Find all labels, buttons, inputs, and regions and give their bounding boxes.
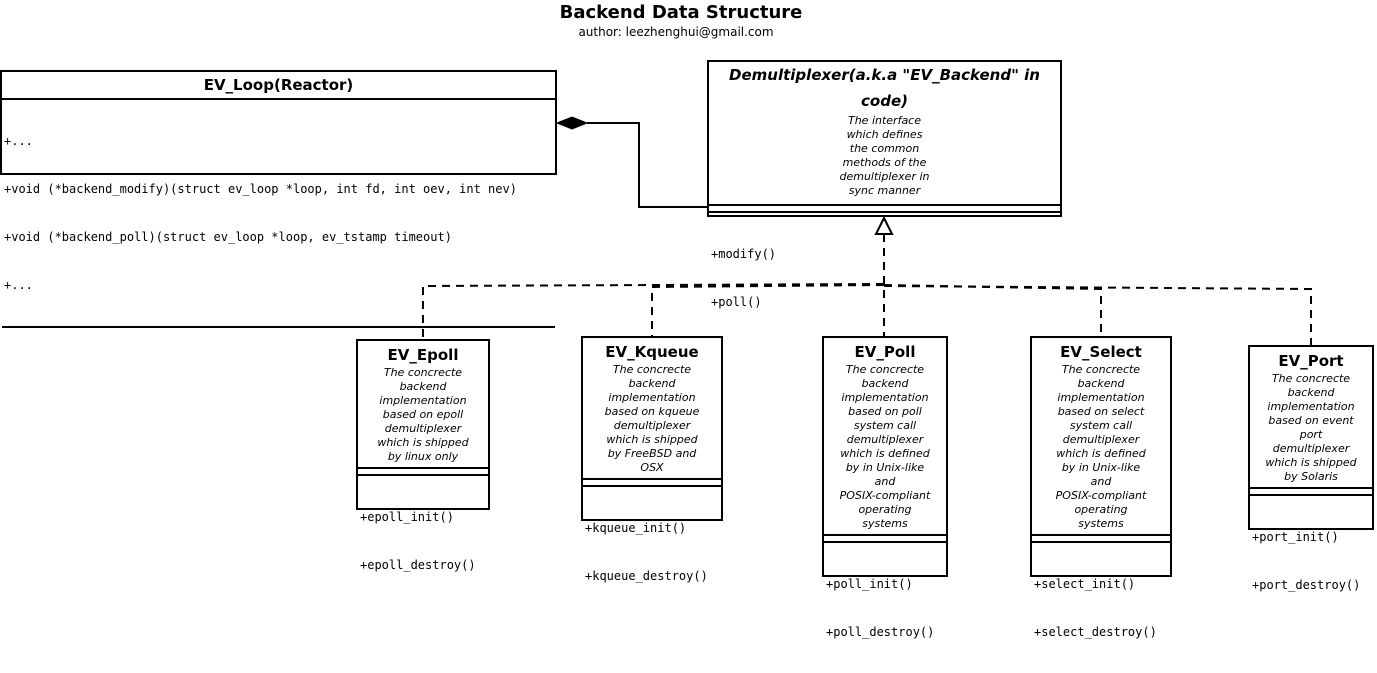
realization-kqueue — [651, 284, 885, 337]
ev-loop-member: +void (*backend_poll)(struct ev_loop *lo… — [4, 230, 452, 244]
ev-kqueue-divider — [583, 485, 721, 487]
ev-epoll-description: The concrecte backend implementation bas… — [377, 366, 469, 463]
demultiplexer-name: Demultiplexer(a.k.a "EV_Backend" in code… — [729, 66, 1040, 110]
ev-poll-method: +poll_destroy() — [826, 625, 935, 639]
ev-kqueue-description: The concrecte backend implementation bas… — [604, 363, 700, 474]
ev-port-divider — [1250, 494, 1372, 496]
ev-loop-divider — [2, 98, 555, 100]
ev-epoll-name: EV_Epoll — [387, 346, 459, 364]
demultiplexer-method: +modify() — [711, 247, 777, 261]
ev-loop-member: +void (*backend_modify)(struct ev_loop *… — [4, 182, 517, 196]
relationship-lines — [422, 116, 1312, 346]
ev-port-name: EV_Port — [1278, 352, 1344, 370]
demultiplexer-divider — [709, 204, 1060, 206]
realization-epoll — [422, 283, 885, 340]
ev-kqueue-divider — [583, 478, 721, 480]
ev-port-description: The concrecte backend implementation bas… — [1265, 372, 1357, 483]
ev-loop-member: +... — [4, 278, 33, 292]
ev-kqueue-class: EV_Kqueue The concrecte backend implemen… — [581, 336, 723, 583]
ev-epoll-methods: +epoll_init() +epoll_destroy() — [358, 476, 488, 606]
ev-select-description: The concrecte backend implementation bas… — [1055, 363, 1147, 530]
diagram-title: Backend Data Structure — [559, 2, 803, 23]
ev-loop-class: EV_Loop(Reactor) +... +void (*backend_mo… — [0, 70, 557, 328]
ev-loop-name: EV_Loop(Reactor) — [203, 76, 354, 94]
ev-port-method: +port_destroy() — [1252, 578, 1361, 592]
ev-select-class: EV_Select The concrecte backend implemen… — [1030, 336, 1172, 639]
ev-kqueue-method: +kqueue_init() — [585, 521, 687, 535]
composition-line — [587, 122, 707, 208]
ev-poll-description: The concrecte backend implementation bas… — [839, 363, 931, 530]
ev-poll-divider — [824, 541, 946, 543]
ev-port-methods: +port_init() +port_destroy() — [1250, 496, 1372, 626]
ev-poll-name: EV_Poll — [854, 343, 916, 361]
composition-diamond — [555, 116, 589, 130]
ev-kqueue-methods: +kqueue_init() +kqueue_destroy() — [583, 487, 721, 617]
ev-poll-methods: +poll_init() +poll_destroy() — [824, 543, 946, 673]
demultiplexer-methods: +modify() +poll() — [709, 213, 1060, 343]
ev-select-name: EV_Select — [1060, 343, 1142, 361]
ev-loop-member: +... — [4, 134, 33, 148]
ev-select-method: +select_init() — [1034, 577, 1136, 591]
ev-epoll-class: EV_Epoll The concrecte backend implement… — [356, 339, 490, 572]
ev-kqueue-name: EV_Kqueue — [605, 343, 699, 361]
ev-kqueue-method: +kqueue_destroy() — [585, 569, 708, 583]
ev-poll-class: EV_Poll The concrecte backend implementa… — [822, 336, 948, 639]
ev-loop-members: +... +void (*backend_modify)(struct ev_l… — [2, 100, 555, 326]
ev-loop-divider — [2, 326, 555, 328]
demultiplexer-description: The interface which defines the common m… — [839, 114, 930, 197]
ev-select-method: +select_destroy() — [1034, 625, 1157, 639]
ev-port-class: EV_Port The concrecte backend implementa… — [1248, 345, 1374, 592]
ev-port-divider — [1250, 487, 1372, 489]
ev-poll-method: +poll_init() — [826, 577, 913, 591]
ev-select-methods: +select_init() +select_destroy() — [1032, 543, 1170, 673]
ev-epoll-method: +epoll_init() — [360, 510, 454, 524]
ev-select-divider — [1032, 541, 1170, 543]
ev-epoll-divider — [358, 467, 488, 469]
demultiplexer-method: +poll() — [711, 295, 762, 309]
ev-select-divider — [1032, 534, 1170, 536]
demultiplexer-interface: Demultiplexer(a.k.a "EV_Backend" in code… — [707, 60, 1062, 309]
ev-epoll-divider — [358, 474, 488, 476]
ev-port-method: +port_init() — [1252, 530, 1339, 544]
realization-port — [883, 285, 1312, 346]
author-line: author: leezhenghui@gmail.com — [578, 25, 774, 39]
ev-epoll-method: +epoll_destroy() — [360, 558, 476, 572]
demultiplexer-divider — [709, 211, 1060, 213]
ev-poll-divider — [824, 534, 946, 536]
